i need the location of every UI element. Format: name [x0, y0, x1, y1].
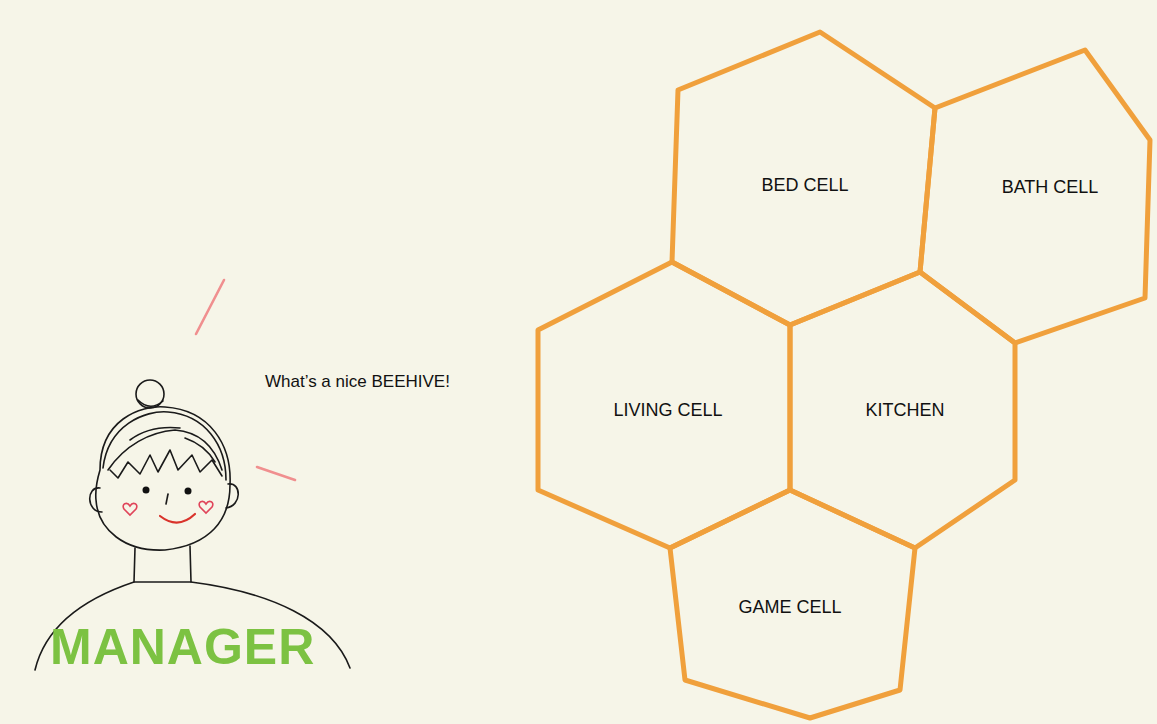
hex-shape	[538, 262, 790, 548]
cell-name: BATH CELL	[1002, 177, 1099, 198]
cell-name: LIVING CELL	[613, 400, 722, 421]
cell-name: GAME CELL	[738, 597, 841, 618]
cell-name: KITCHEN	[865, 400, 944, 421]
hex-cell: GAME CELL	[670, 490, 915, 718]
shirt-text: MANAGER	[50, 618, 315, 676]
cell-name: BED CELL	[761, 175, 848, 196]
hex-shape	[670, 490, 915, 718]
hex-cell: LIVING CELL	[538, 262, 790, 548]
speech-text: What’s a nice BEEHIVE!	[265, 372, 450, 392]
